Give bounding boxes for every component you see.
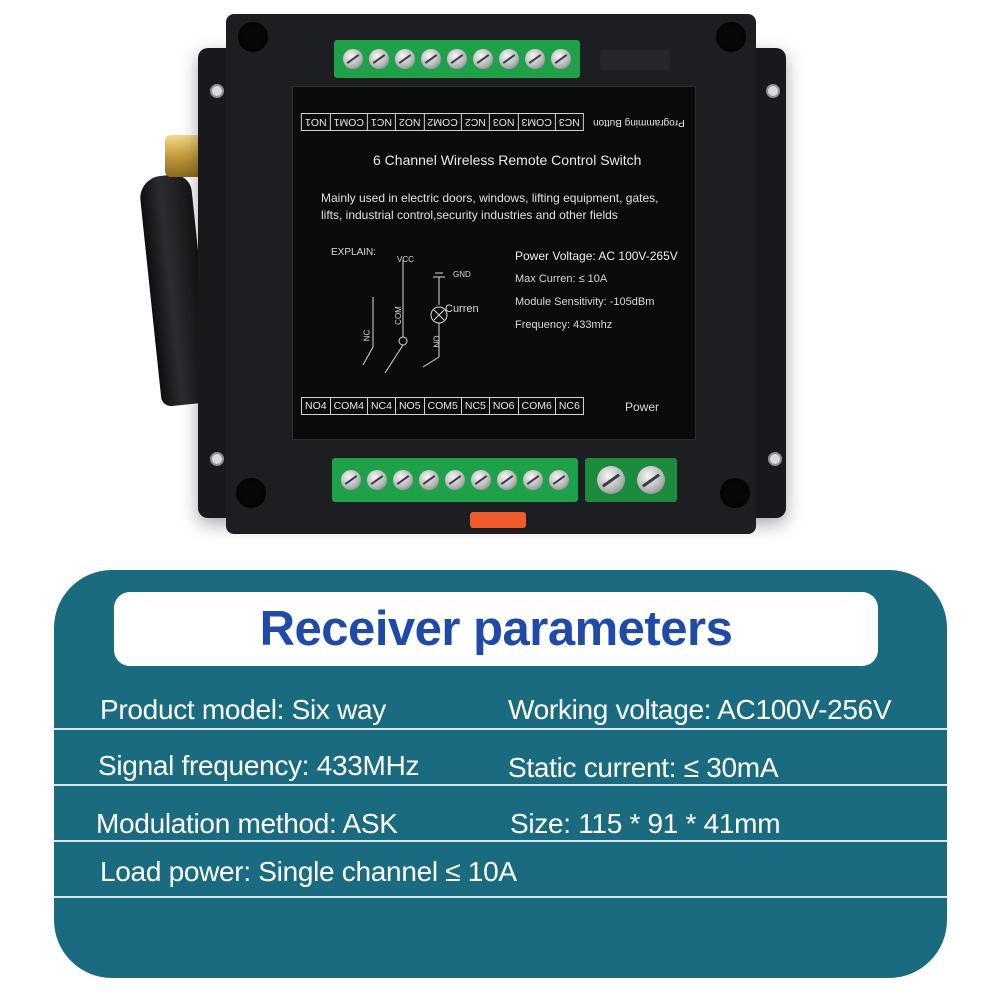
row-divider (54, 840, 947, 842)
spec-frequency: Frequency: 433mhz (515, 319, 613, 331)
terminal-label: NC6 (558, 400, 580, 412)
terminal-label: NO5 (396, 398, 425, 414)
terminal-label: NO1 (305, 116, 327, 128)
terminal-label: NO3 (488, 114, 518, 130)
spec-max-current: Max Curren: ≤ 10A (515, 273, 608, 285)
terminal-label: NC3 (554, 114, 583, 130)
terminal-label: NO6 (490, 398, 519, 414)
current-label: Curren (445, 303, 479, 315)
terminal-label: NC4 (368, 398, 396, 414)
top-terminal-block (334, 40, 580, 78)
programming-button (600, 50, 670, 70)
param-size: Size: 115 * 91 * 41mm (510, 808, 781, 839)
terminal-label: COM4 (331, 398, 368, 414)
case-screw (766, 84, 780, 98)
product-photo: NC3 COM3 NO3 NC2 COM2 NO2 NC1 COM1 NO1 P… (0, 0, 1000, 560)
spec-power-voltage: Power Voltage: AC 100V-265V (515, 249, 678, 263)
terminal-label: COM5 (425, 398, 462, 414)
spec-sensitivity: Module Sensitivity: -105dBm (515, 296, 655, 308)
terminal-label: COM6 (519, 398, 556, 414)
param-modulation: Modulation method: ASK (96, 808, 398, 839)
receiver-parameters-card: Receiver parameters Product model: Six w… (54, 570, 947, 978)
param-signal-frequency: Signal frequency: 433MHz (98, 750, 420, 781)
device-description: Mainly used in electric doors, windows, … (321, 191, 659, 222)
mounting-hole (236, 478, 266, 508)
mounting-hole (716, 22, 746, 52)
terminal-label: COM1 (329, 114, 367, 130)
top-terminal-labels: NC3 COM3 NO3 NC2 COM2 NO2 NC1 COM1 NO1 (301, 113, 584, 131)
terminal-label: NO4 (302, 398, 331, 414)
programming-label: Programming Button (593, 117, 685, 128)
gnd-label: GND (453, 270, 471, 279)
device-label-panel: NC3 COM3 NO3 NC2 COM2 NO2 NC1 COM1 NO1 P… (292, 86, 696, 440)
mounting-hole (238, 22, 268, 52)
power-terminal-block (585, 458, 677, 502)
din-rail-clip (470, 512, 526, 528)
param-static-current: Static current: ≤ 30mA (508, 752, 779, 783)
bottom-terminal-labels: NO4 COM4 NC4 NO5 COM5 NC5 NO6 COM6 NC6 (301, 397, 584, 415)
terminal-label: NC2 (460, 114, 489, 130)
card-title-box: Receiver parameters (114, 592, 878, 666)
card-title: Receiver parameters (259, 602, 733, 656)
terminal-label: COM2 (423, 114, 461, 130)
case-screw (210, 84, 224, 98)
row-divider (54, 728, 947, 730)
mounting-hole (720, 478, 750, 508)
param-working-voltage: Working voltage: AC100V-256V (508, 694, 892, 725)
terminal-label: NO2 (394, 114, 424, 130)
device-specs: Power Voltage: AC 100V-265V Max Curren: … (515, 245, 678, 337)
explain-label: EXPLAIN: (331, 247, 377, 258)
case-screw (210, 452, 224, 466)
bottom-terminal-block (332, 458, 578, 502)
row-divider (54, 896, 947, 898)
wiring-diagram (362, 259, 448, 374)
param-product-model: Product model: Six way (100, 694, 386, 725)
terminal-label: NC1 (366, 114, 395, 130)
vcc-label: VCC (397, 255, 414, 264)
terminal-label: NC5 (462, 398, 490, 414)
row-divider (54, 784, 947, 786)
case-screw (768, 452, 782, 466)
param-load-power: Load power: Single channel ≤ 10A (100, 856, 517, 887)
power-label: Power (625, 400, 660, 414)
terminal-label: COM3 (517, 114, 555, 130)
device-title: 6 Channel Wireless Remote Control Switch (373, 152, 642, 168)
